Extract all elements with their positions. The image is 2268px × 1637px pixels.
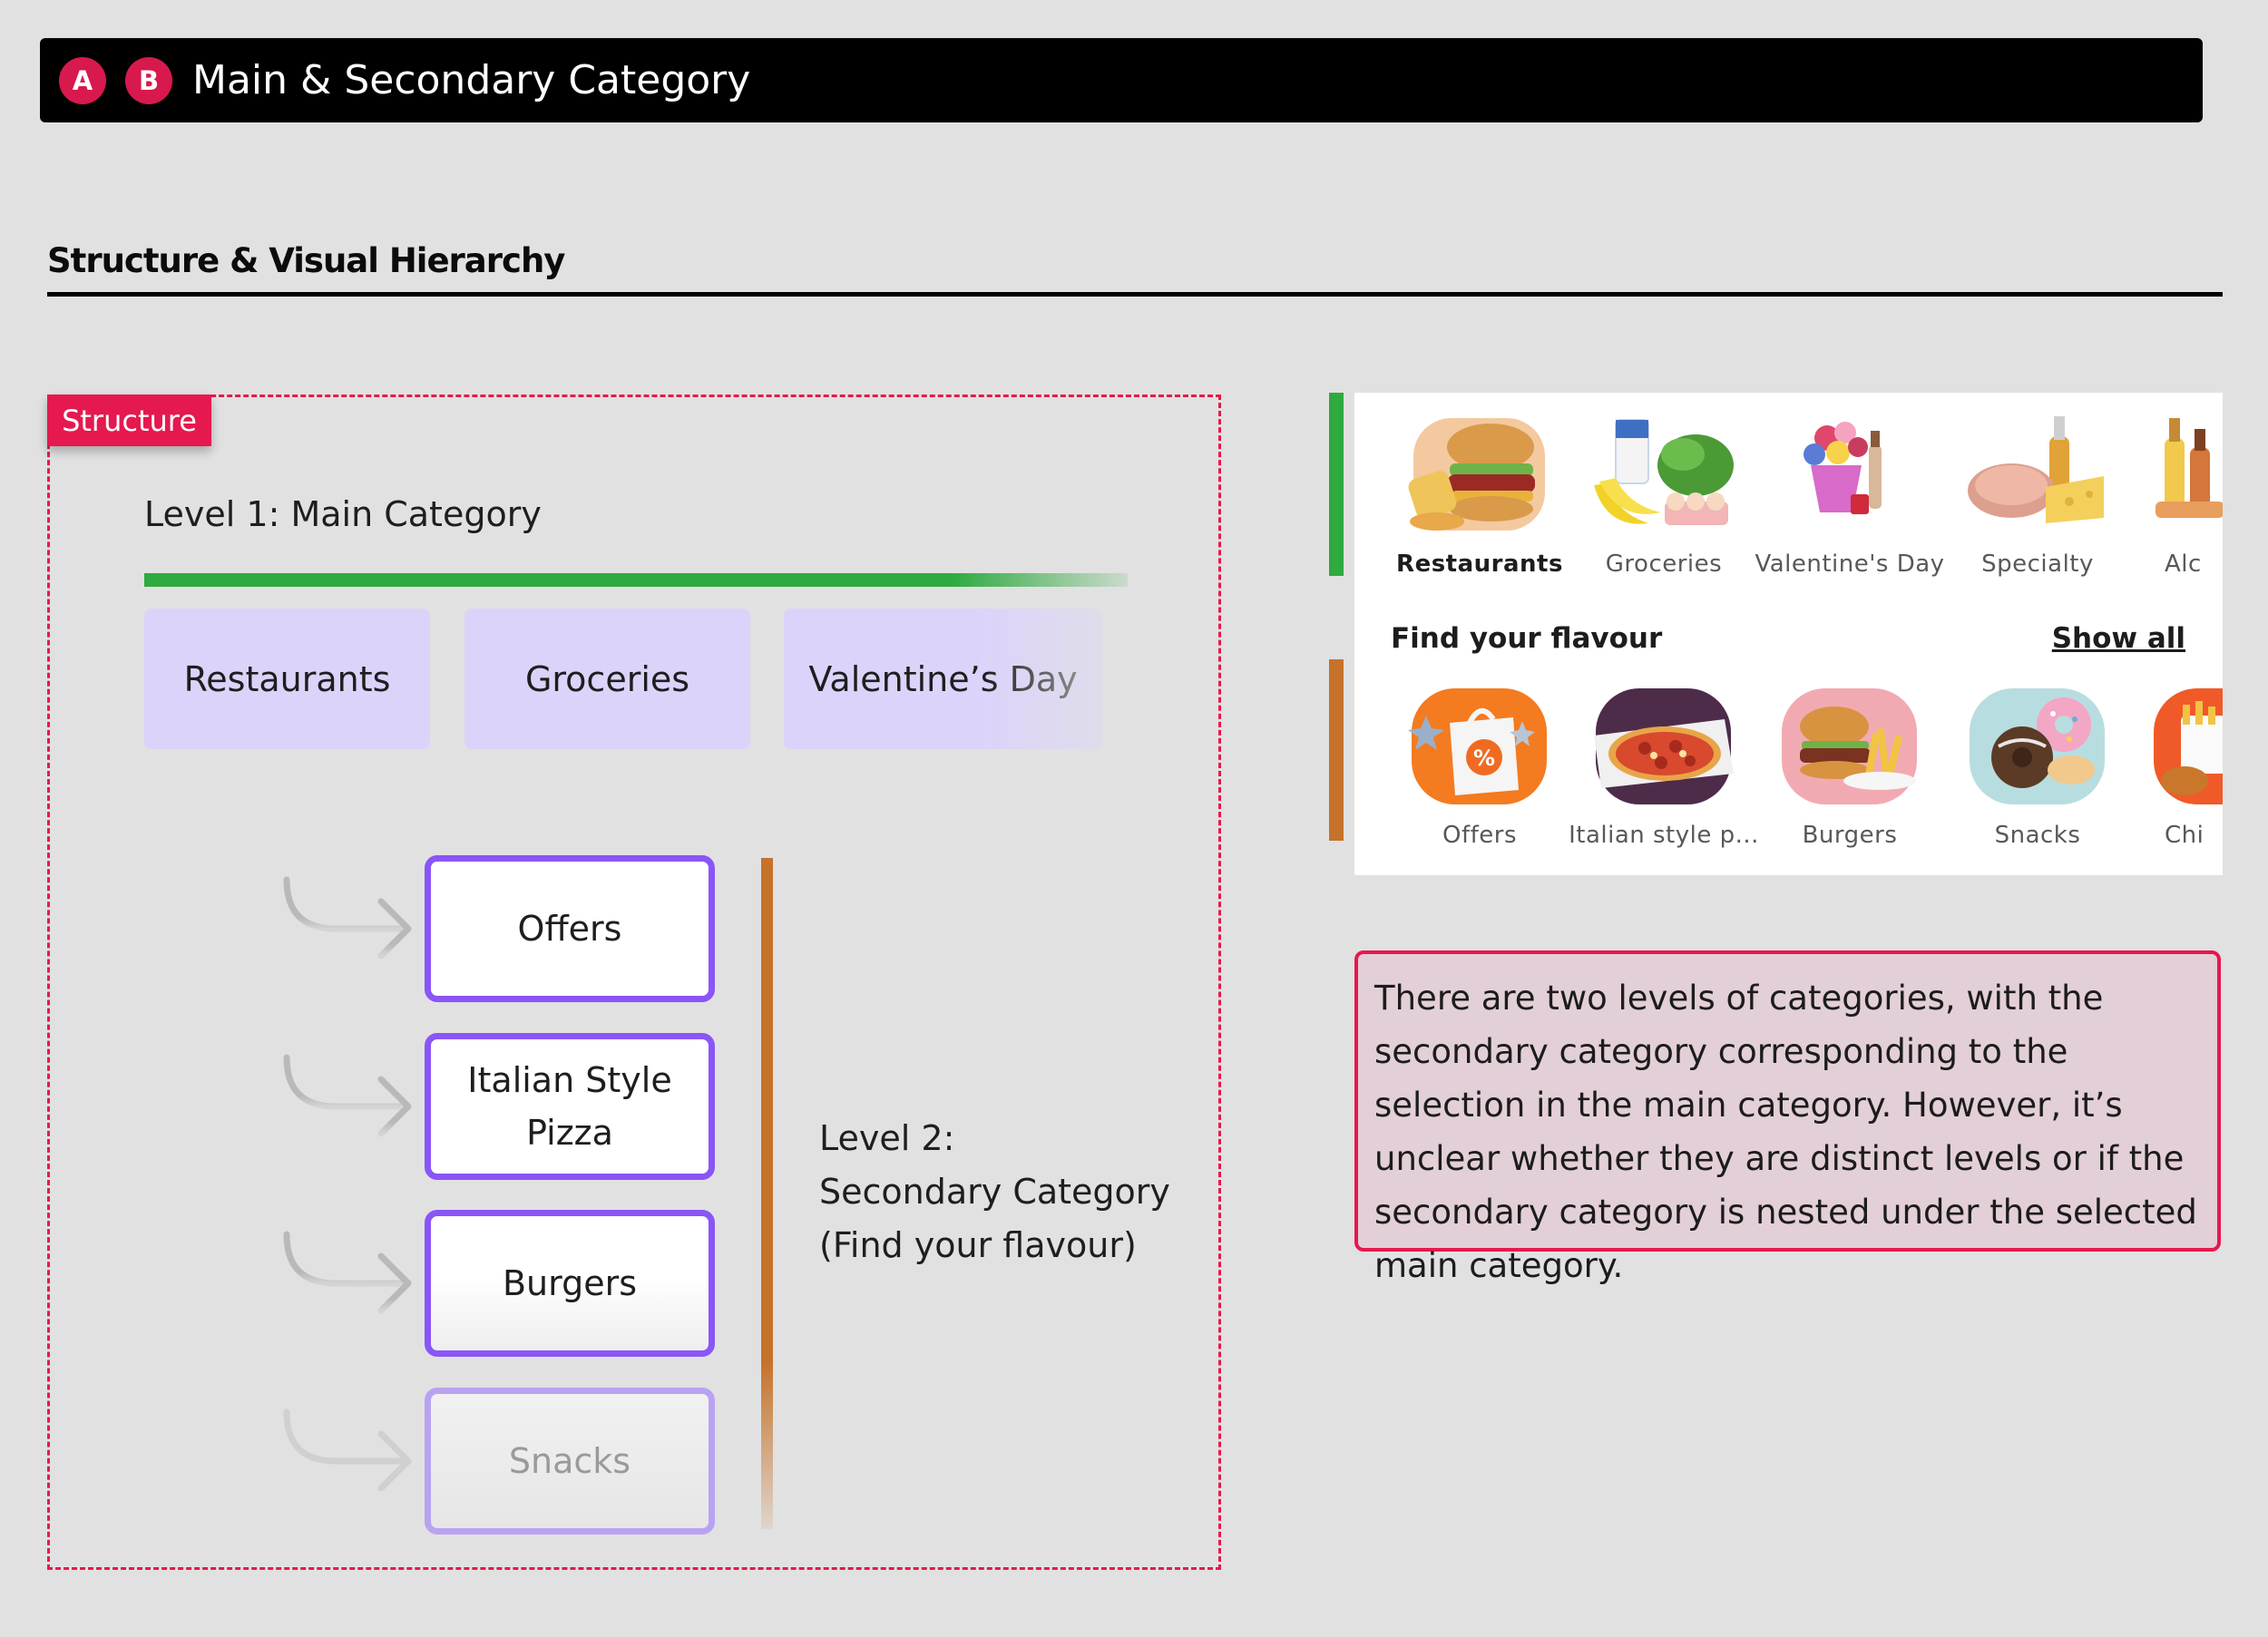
main-category-label: Restaurants [183,658,391,699]
level2-line-2: Secondary Category [819,1172,1170,1212]
app-main-category-restaurants[interactable]: Restaurants [1396,551,1563,578]
structure-frame [47,395,1221,1570]
label-line-1: Italian Style [467,1060,672,1100]
secondary-category-label: Burgers [502,1263,638,1303]
secondary-category-snacks[interactable]: Snacks [425,1388,715,1535]
secondary-category-offers[interactable]: Offers [425,855,715,1002]
header-bar: A B Main & Secondary Category [40,38,2203,122]
app-flavour-offers[interactable]: Offers [1442,822,1517,849]
groceries-image[interactable] [1589,411,1738,538]
level2-label: Level 2: Secondary Category (Find your f… [819,1112,1170,1272]
italian-pizza-image[interactable] [1589,683,1738,810]
app-screenshot: Restaurants Groceries Valentine's Day Sp… [1354,393,2223,875]
app-main-category-groceries[interactable]: Groceries [1605,551,1723,578]
secondary-category-burgers[interactable]: Burgers [425,1210,715,1357]
level2-line-3: (Find your flavour) [819,1225,1137,1265]
badge-b: B [125,56,172,104]
svg-text:%: % [1473,745,1495,771]
level2-bar [761,858,773,1529]
badge-a: A [59,56,106,104]
valentines-image[interactable] [1774,411,1924,538]
page-title: Main & Secondary Category [192,57,751,103]
structure-tag: Structure [47,395,211,446]
alcohol-image[interactable] [2146,411,2223,538]
find-your-flavour-title: Find your flavour [1391,622,1663,655]
app-main-category-specialty[interactable]: Specialty [1981,551,2094,578]
level2-line-1: Level 2: [819,1118,955,1158]
secondary-category-label: Offers [517,909,622,949]
burgers-image[interactable] [1774,683,1924,810]
secondary-category-label: Snacks [508,1441,631,1481]
tree-connector [283,762,412,1492]
main-category-label: Valentine’s Day [808,658,1078,699]
app-flavour-snacks[interactable]: Snacks [1994,822,2081,849]
chicken-image[interactable] [2146,683,2223,810]
restaurants-image[interactable] [1404,411,1554,538]
main-category-label: Groceries [524,658,690,699]
app-main-category-alcohol[interactable]: Alc [2165,551,2202,578]
main-category-restaurants[interactable]: Restaurants [144,609,430,749]
level1-bar [144,573,1128,587]
section-title: Structure & Visual Hierarchy [47,241,565,280]
snacks-image[interactable] [1962,683,2112,810]
level1-marker [1329,393,1344,576]
note-box: There are two levels of categories, with… [1354,950,2221,1285]
main-category-groceries[interactable]: Groceries [464,609,750,749]
label-line-2: Pizza [526,1113,613,1153]
app-flavour-chicken[interactable]: Chi [2165,822,2204,849]
level2-marker [1329,659,1344,841]
specialty-image[interactable] [1962,411,2112,538]
app-main-category-valentines[interactable]: Valentine's Day [1755,551,1945,578]
level1-label: Level 1: Main Category [144,494,542,534]
app-flavour-italian-pizza[interactable]: Italian style p... [1569,822,1759,849]
offers-image[interactable]: % [1404,683,1554,810]
section-divider [47,292,2223,297]
show-all-link[interactable]: Show all [2051,622,2185,655]
main-category-valentines[interactable]: Valentine’s Day [784,609,1102,749]
app-flavour-burgers[interactable]: Burgers [1802,822,1898,849]
